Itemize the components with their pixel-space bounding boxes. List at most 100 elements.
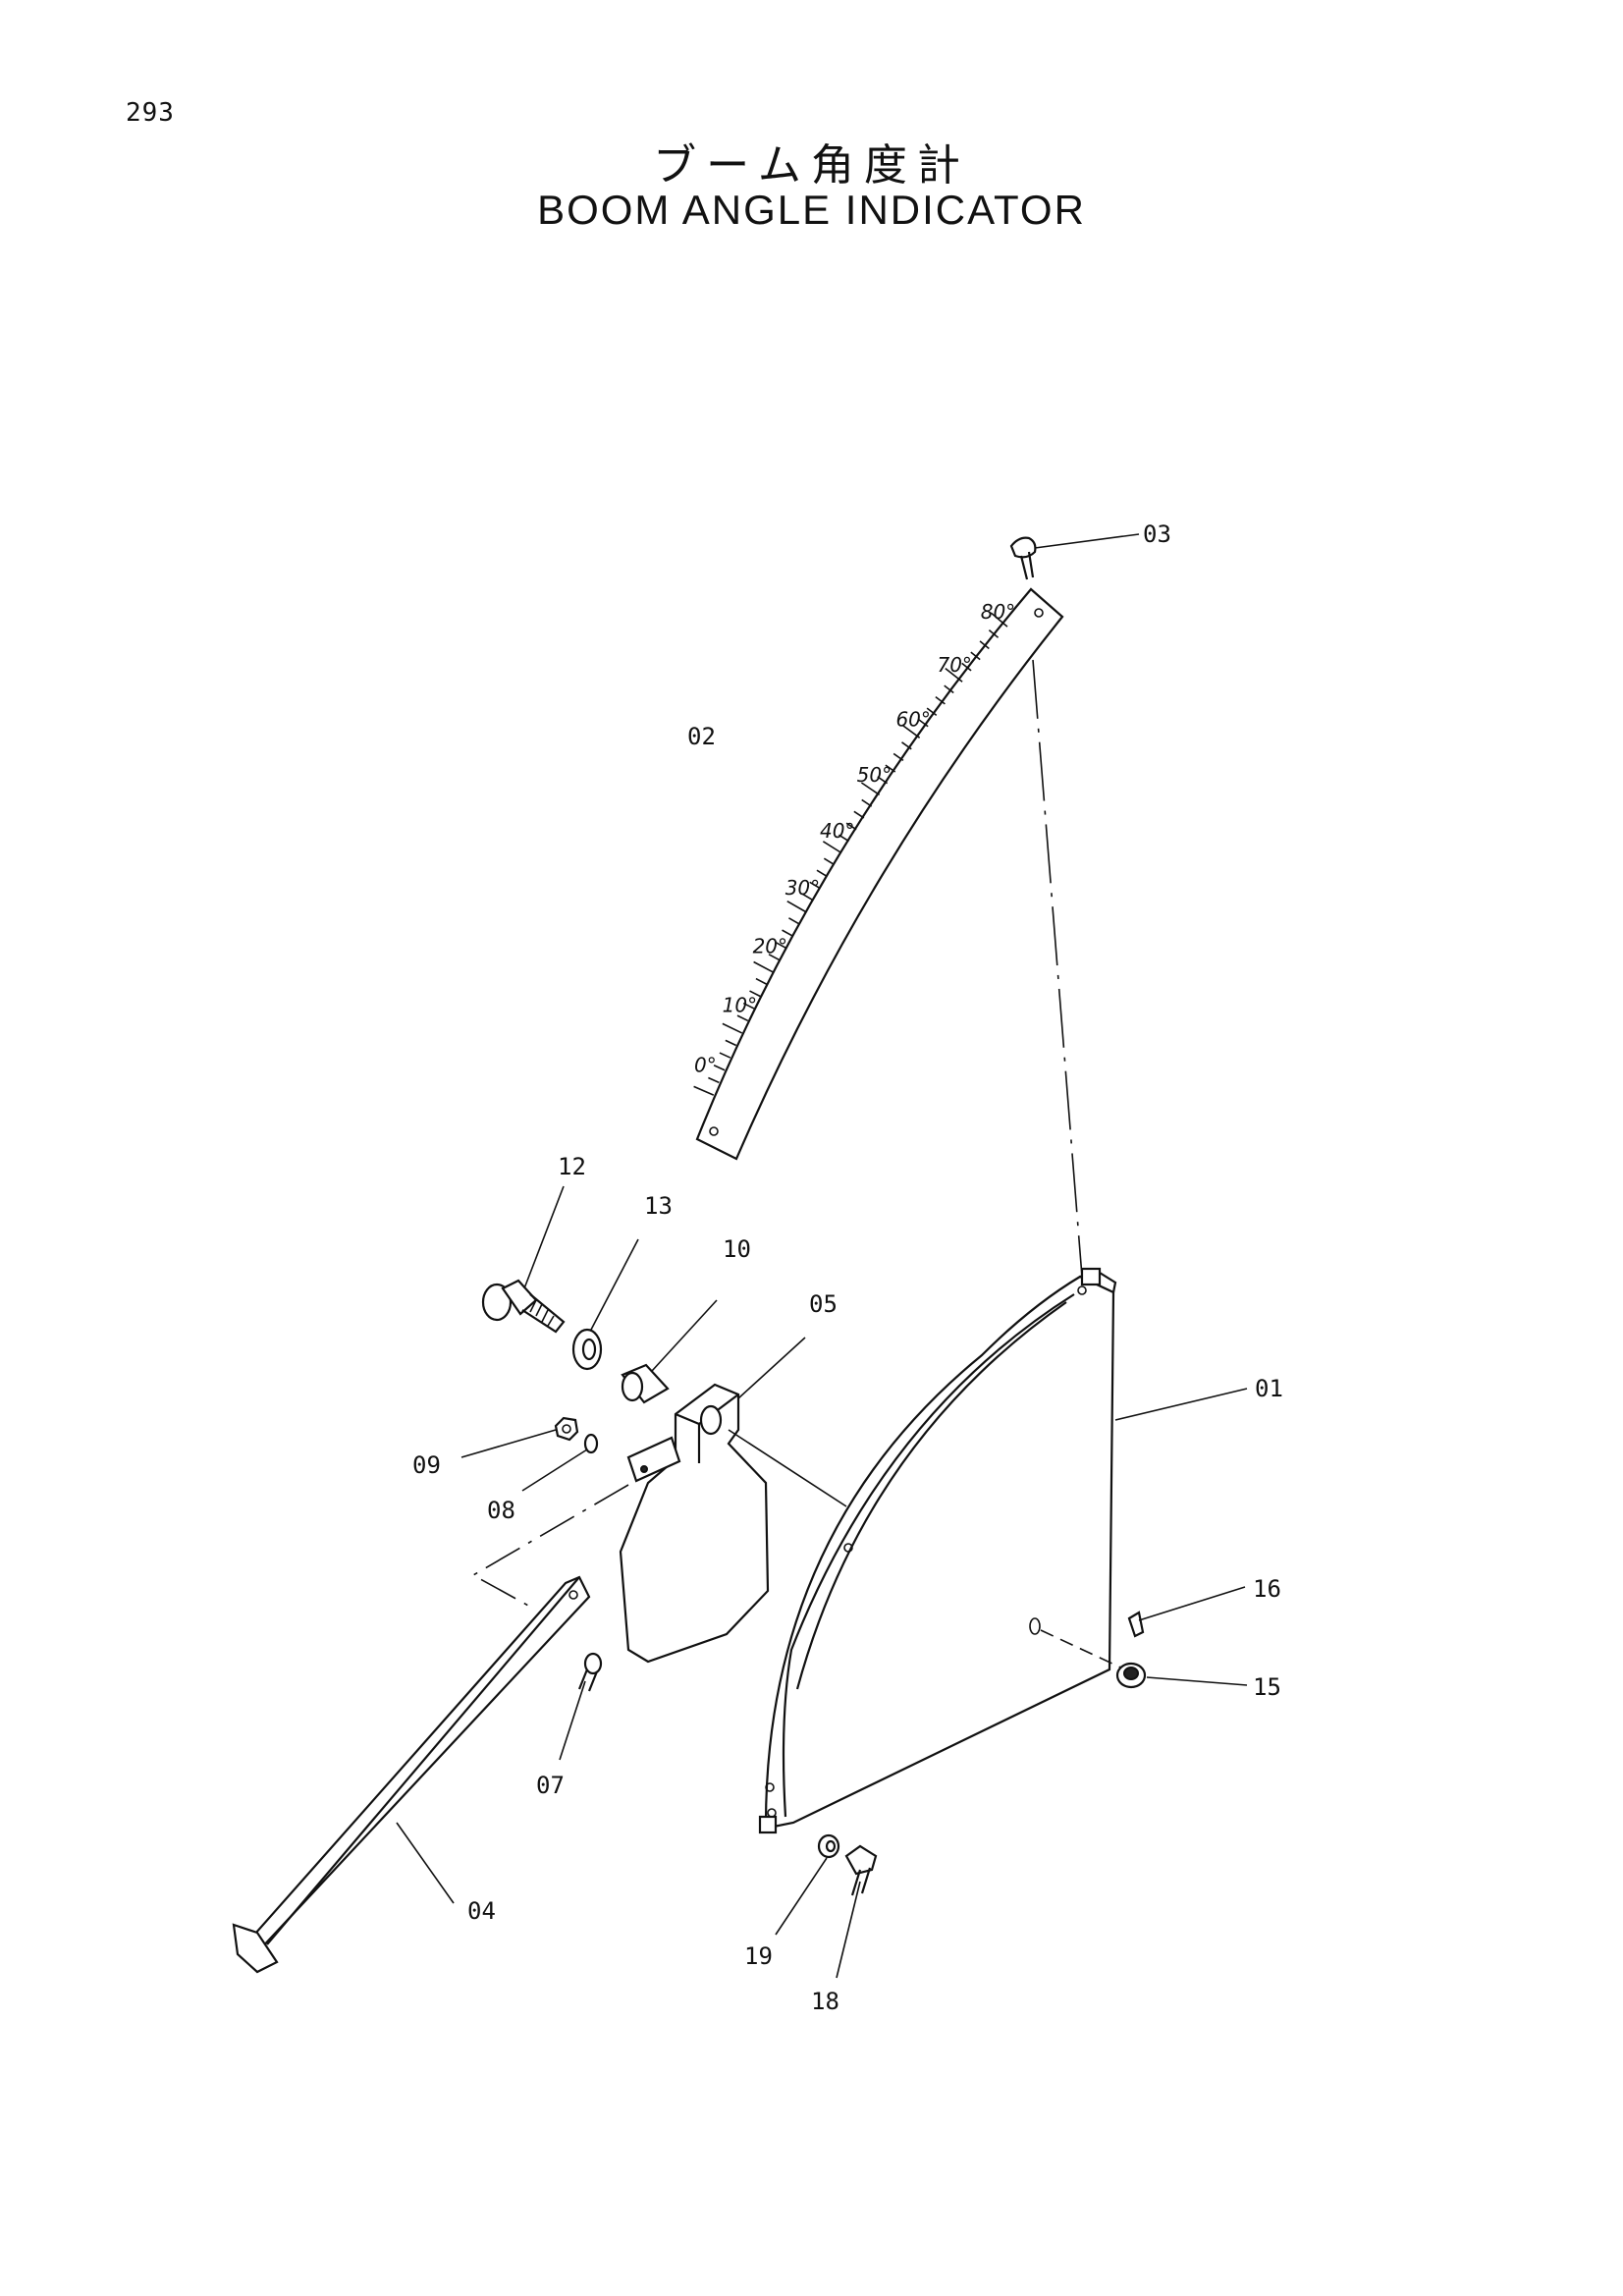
scale-tick [736,1014,749,1022]
callout-01: 01 [1255,1375,1283,1402]
centerline-top [1032,659,1083,1278]
scale-labels: 0° 10° 20° 30° 40° 50° 60° 70° 80° [694,600,1015,1077]
leader-12 [523,1185,565,1289]
callout-04: 04 [467,1897,496,1925]
scale-tick [775,941,786,949]
scale-tick [901,741,912,750]
bolt-washer-18-19 [775,1833,878,1979]
scale-tick [802,893,814,902]
washer-part-13 [571,1238,639,1371]
scale-tick [755,977,767,985]
sector-housing-part [758,1267,1248,1834]
scale-tick [693,1085,715,1096]
leader-19 [775,1857,828,1936]
leader-16 [1138,1586,1246,1621]
scale-label: 0° [694,1054,717,1077]
scale-tick [926,707,938,716]
scale-tick [901,724,921,738]
scale-tick [944,684,954,694]
scale-tick [719,1052,731,1059]
scale-hole-top [1034,608,1044,618]
bracket-axis-line [728,1429,847,1507]
housing-tab-top [1080,1267,1102,1286]
leader-09 [460,1429,557,1458]
scale-tick [838,834,849,843]
scale-hole-bottom [709,1126,719,1136]
scale-tick [816,869,828,878]
scale-tick [988,629,1000,638]
scale-label: 20° [753,934,787,957]
housing-tab-bottom [758,1815,778,1834]
scale-tick [713,1065,726,1071]
lockwasher-part-08 [521,1433,599,1492]
scale-label: 40° [820,819,854,843]
leader-15 [1146,1676,1248,1686]
scale-tick [749,990,761,998]
nut-part-09 [460,1416,579,1458]
clamp-parts-15-16 [1029,1586,1248,1689]
leader-08 [521,1449,588,1492]
scale-label: 70° [937,653,971,677]
scale-tick [893,752,904,762]
scale-tick [979,640,990,650]
scale-tick [918,718,929,728]
bushing-part-10 [621,1299,718,1404]
callout-16: 16 [1253,1575,1281,1603]
screw-part-07 [559,1652,603,1761]
scale-tick [782,929,793,937]
scale-tick [961,662,972,672]
page-number: 293 [126,98,175,128]
scale-tick [788,917,800,925]
title-english: BOOM ANGLE INDICATOR [537,187,1086,233]
leader-13 [590,1238,639,1331]
scale-label: 10° [723,993,757,1016]
scale-tick [822,841,842,854]
scale-tick [877,776,889,785]
leader-07 [559,1680,586,1761]
callout-10: 10 [723,1235,751,1263]
leader-10 [651,1299,718,1372]
pointer-arm-part-04 [232,1575,591,1974]
scale-tick [809,881,821,890]
callout-18: 18 [811,1988,839,2015]
callout-19: 19 [744,1942,773,1970]
callout-02: 02 [687,723,716,750]
callout-03: 03 [1143,520,1171,548]
angle-scale-part: 0° 10° 20° 30° 40° 50° 60° 70° 80° [693,587,1064,1161]
scale-tick [990,612,1008,628]
scale-tick [708,1076,720,1084]
scale-label: 60° [895,708,930,732]
leader-05 [737,1337,806,1399]
scale-tick [853,810,865,819]
title-japanese: ブーム角度計 [653,140,970,191]
callout-15: 15 [1253,1673,1281,1701]
screw-part-03 [1009,533,1140,580]
scale-tick [970,651,981,661]
bolt-part-12 [481,1185,566,1334]
callout-09: 09 [412,1451,441,1479]
callout-12: 12 [558,1153,586,1180]
scale-label: 50° [857,763,892,787]
scale-label: 30° [785,876,820,900]
scale-tick [823,857,835,866]
scale-tick [725,1039,737,1047]
scale-tick [768,954,780,961]
scale-tick [885,764,896,773]
callout-07: 07 [536,1772,565,1799]
scale-label: 80° [981,600,1015,624]
centerline-arm [471,1484,629,1608]
leader-04 [396,1822,455,1904]
scale-tick [860,782,881,796]
scale-tick [786,900,807,913]
callout-05: 05 [809,1290,838,1318]
scale-ticks [693,612,1008,1096]
leader-18 [836,1881,861,1979]
scale-tick [742,1002,755,1010]
leader-03 [1034,533,1140,549]
scale-tick [945,667,963,683]
scale-tick [845,822,857,831]
leader-01 [1114,1388,1248,1421]
scale-tick [935,695,946,705]
callout-08: 08 [487,1497,515,1524]
